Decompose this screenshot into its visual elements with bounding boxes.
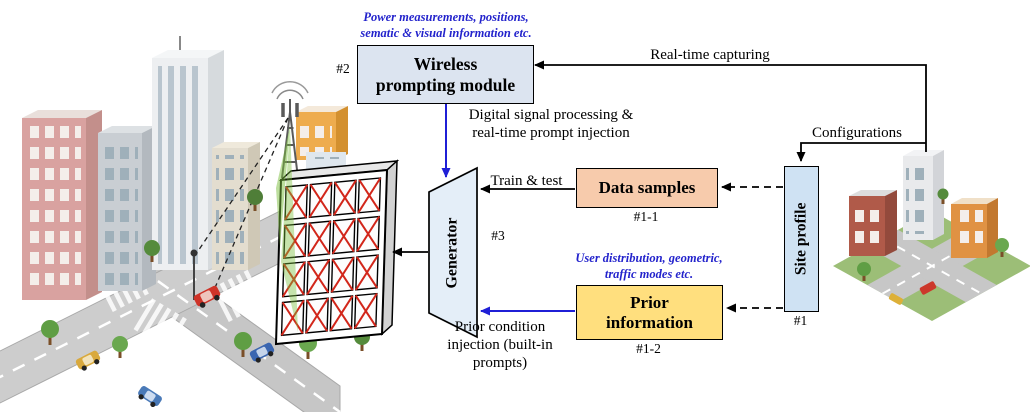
prior-condition-label: Prior condition injection (built-in prom… [447, 319, 553, 371]
left-cars [75, 285, 275, 408]
crosswalk [211, 269, 265, 323]
tag-wireless-module: #2 [336, 61, 350, 76]
left-buildings [22, 36, 348, 300]
power-measurements-note: Power measurements, positions, sematic &… [360, 10, 532, 40]
beam-cone [281, 126, 298, 332]
data-samples-label: Data samples [598, 178, 696, 198]
wireless-prompting-module-box: Wireless prompting module [357, 45, 534, 104]
prior-label-line: information [606, 312, 693, 332]
arrow-configurations [796, 142, 926, 162]
prior-information-box: Prior information [576, 285, 723, 340]
module-label-line: Wireless [413, 54, 478, 75]
user-distribution-note: User distribution, geometric, traffic mo… [575, 251, 723, 281]
target-red-car [193, 285, 221, 308]
generator-label: Generator [444, 216, 462, 289]
crosswalk [133, 298, 187, 350]
data-samples-box: Data samples [576, 168, 718, 208]
tag-site-profile: #1 [793, 313, 808, 328]
left-city-illustration [0, 36, 378, 412]
x-marks [282, 178, 381, 335]
tag-data-samples: #1-1 [633, 209, 659, 224]
site-profile-label: Site profile [792, 202, 810, 276]
tag-prior-information: #1-2 [636, 341, 661, 356]
site-profile-box: Site profile [784, 166, 819, 312]
grid-cells [282, 178, 381, 335]
dsp-injection-label: Digital signal processing & real-time pr… [468, 107, 634, 141]
measurement-rays [190, 117, 289, 300]
channel-grid-panel [276, 126, 397, 344]
real-time-capturing-label: Real-time capturing [650, 47, 770, 63]
train-test-label: Train & test [490, 173, 563, 189]
tag-generator: #3 [491, 228, 505, 243]
generator-shape [428, 166, 478, 339]
prior-label-line: Prior [630, 292, 669, 312]
arrow-real-time-capturing [534, 60, 927, 152]
module-label-line: prompting module [375, 74, 516, 95]
beam-cone [276, 126, 290, 248]
configurations-label: Configurations [812, 125, 902, 141]
